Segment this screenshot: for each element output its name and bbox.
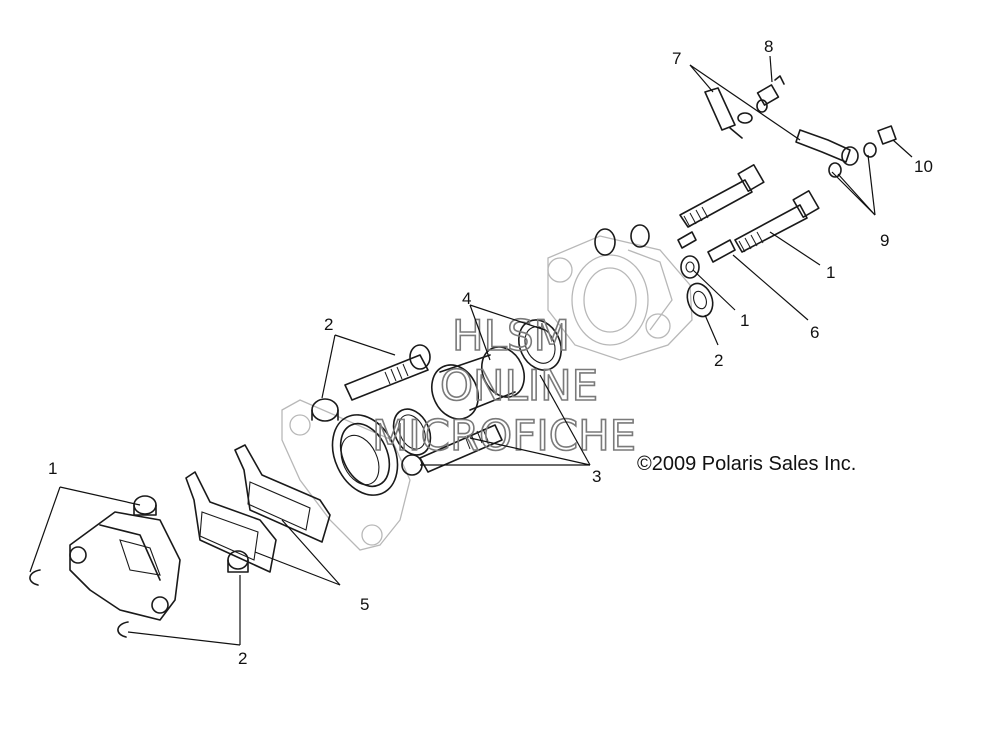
callout-1-lower-right: 1 [740,311,749,330]
callout-4: 4 [462,289,471,308]
callout-7: 7 [672,49,681,68]
watermark-line2: ONLINE [440,361,598,410]
callout-2-upper-left: 2 [324,315,333,334]
callout-3: 3 [592,467,601,486]
brake-line-lower [795,129,859,166]
bolt-upper [679,164,765,228]
callout-1-upper-right: 1 [826,263,835,282]
piston-ring [392,408,432,456]
washer-line [737,99,877,178]
callout-8: 8 [764,37,773,56]
washer-upper [594,224,650,256]
piston-seal-large [331,414,399,496]
fitting-nut [877,125,897,145]
washer-large [686,282,714,318]
slide-pin-upper [344,344,431,401]
caliper-bracket [281,399,411,551]
callout-1-left: 1 [48,459,57,478]
bleeder-valve [677,231,736,263]
bushing-upper [311,398,339,422]
callout-labels: 7 8 10 9 1 1 6 2 4 2 3 5 1 2 [48,37,933,668]
leader-lines [29,55,913,646]
brake-line-upper [704,87,743,139]
brake-pad-inner [185,471,277,573]
callout-9: 9 [880,231,889,250]
washer-small [680,255,700,279]
copyright-notice: ©2009 Polaris Sales Inc. [637,453,856,475]
brake-pad-outer [234,444,331,543]
callout-5: 5 [360,595,369,614]
bushing-caliper [133,495,157,516]
bolt-lower [734,190,820,253]
callout-10: 10 [914,157,933,176]
watermark-line3: MICROFICHE [372,411,636,460]
piston [431,346,525,420]
retaining-clip-left [29,569,41,586]
callout-2-right: 2 [714,351,723,370]
bushing-lower [227,550,249,573]
banjo-bolt [756,75,785,106]
retaining-clip-bottom [117,621,129,638]
caliper-body-lower [69,511,181,621]
callout-6: 6 [810,323,819,342]
watermark: HLSM ONLINE MICROFICHE [371,310,637,461]
callout-2-bottom: 2 [238,649,247,668]
caliper-housing [547,235,693,361]
piston-seal-small [518,319,562,371]
